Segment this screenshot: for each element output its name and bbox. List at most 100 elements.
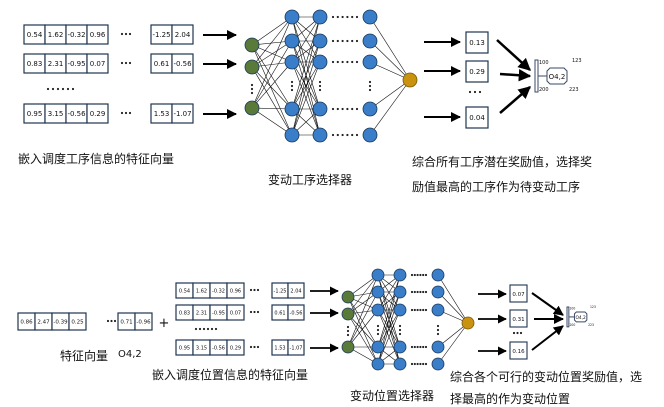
top-result-tl: 100 [539, 60, 549, 66]
top-network-ellipsis [331, 107, 335, 111]
bottom-input-row-0-left-cell [226, 282, 245, 299]
top-input-row-1-left-value: 0.83 [27, 60, 43, 68]
top-input-row-2-left-value: -0.56 [67, 110, 86, 118]
top-network-edge [251, 66, 293, 136]
bottom-network-hidden-node [393, 357, 407, 371]
bottom-input-caption: 嵌入调度位置信息的特征向量 [152, 368, 309, 382]
top-input-ellipsis [128, 61, 132, 65]
bottom-network-ellipsis [410, 362, 414, 366]
bottom-input-row-1-right-cell [287, 304, 305, 321]
bottom-input-row-0-right-value: -1.25 [274, 288, 287, 294]
top-row-ellipsis [51, 87, 55, 91]
bottom-input-ellipsis [253, 345, 256, 349]
bottom-input-row-2-left-value: 0.29 [230, 345, 241, 351]
top-network-input-node [244, 100, 260, 116]
bottom-network-hidden-node [371, 285, 385, 299]
top-input-row-0-right-value: -1.25 [152, 31, 170, 39]
bottom-network-input-node [341, 340, 355, 354]
bottom-network-edge [437, 274, 469, 324]
bottom-network-vellipsis [398, 328, 402, 332]
top-network-vellipsis [368, 88, 372, 92]
top-output-box [465, 106, 489, 129]
top-row-ellipsis [61, 87, 65, 91]
top-network-hidden-node [312, 9, 328, 25]
top-input-row-2-left-value: 0.29 [90, 110, 106, 118]
top-network-ellipsis [346, 15, 349, 19]
bottom-network-ellipsis [422, 345, 425, 349]
top-network-ellipsis [351, 60, 354, 64]
bottom-network-input-node [341, 307, 355, 321]
bottom-network-edge [347, 296, 379, 348]
top-output-ellipsis [473, 90, 477, 94]
bottom-network-caption: 变动位置选择器 [350, 389, 435, 403]
top-network-ellipsis [346, 107, 349, 111]
bottom-network-output-node [461, 316, 475, 330]
bottom-network-vellipsis [346, 333, 350, 337]
bottom-output-value: 0.07 [512, 292, 525, 298]
bottom-network-ellipsis [419, 308, 422, 312]
bottom-input-row-1-left-value: 0.07 [230, 310, 241, 316]
top-network-ellipsis [355, 107, 359, 111]
top-network-ellipsis [346, 133, 349, 137]
top-output-value: 0.04 [469, 114, 485, 122]
bottom-input-row-2-right-value: -1.07 [290, 345, 303, 351]
bottom-network-ellipsis [424, 362, 428, 366]
top-network-ellipsis [341, 133, 344, 137]
bottom-input-ellipsis [256, 345, 260, 349]
top-output-ellipsis [478, 90, 482, 94]
top-result-box [546, 67, 568, 85]
top-network-edge [369, 79, 411, 110]
bottom-feature-ellipsis [106, 319, 110, 323]
top-network-ellipsis [341, 107, 344, 111]
bottom-network-hidden-node [393, 303, 407, 317]
bottom-input-row-0-left-value: -0.32 [212, 288, 225, 294]
bottom-feature-caption: 特征向量 [60, 349, 109, 363]
top-network-edge [251, 16, 293, 46]
top-input-ellipsis [120, 111, 124, 115]
top-network-ellipsis [341, 15, 344, 19]
top-network-edge [291, 61, 321, 136]
top-input-row-2-right-cell [171, 103, 194, 124]
top-network-vellipsis [368, 80, 372, 84]
bottom-input-row-0-left-value: 0.96 [230, 288, 241, 294]
bottom-feature-ellipsis [110, 319, 113, 323]
top-row-ellipsis [66, 87, 70, 91]
top-network-vellipsis [290, 84, 294, 88]
top-input-ellipsis [124, 32, 128, 36]
bottom-feature-right-value: 0.71 [120, 319, 132, 325]
top-input-ellipsis [120, 32, 124, 36]
bottom-network-vellipsis [346, 325, 350, 329]
bottom-network-hidden-node [393, 268, 407, 282]
bottom-output-box [509, 341, 528, 360]
top-network-edge [251, 107, 293, 136]
top-network-ellipsis [336, 39, 339, 43]
top-input-row-1-right-cell [171, 53, 194, 74]
bottom-input-ellipsis [253, 288, 256, 292]
top-network-input-node [244, 59, 260, 75]
bottom-network-edge [437, 322, 469, 348]
bottom-merge-arrow [531, 292, 564, 316]
top-input-row-1-left-cell [86, 53, 109, 74]
bottom-network-ellipsis [416, 290, 419, 294]
top-network-ellipsis [336, 15, 339, 19]
top-network-hidden-node [362, 54, 378, 70]
bottom-result-br: 223 [588, 323, 594, 327]
bottom-network-vellipsis [436, 332, 440, 336]
top-network-vellipsis [318, 84, 322, 88]
bottom-input-ellipsis [256, 288, 260, 292]
bottom-network-ellipsis [410, 273, 414, 277]
bottom-input-row-2-right-value: 1.53 [274, 345, 285, 351]
top-input-row-2-right-value: 1.53 [154, 110, 170, 118]
top-input-row-0-left-cell [86, 24, 109, 45]
bottom-network-ellipsis [419, 345, 422, 349]
top-network-ellipsis [351, 107, 354, 111]
bottom-input-row-0-left-value: 1.62 [196, 288, 207, 294]
bottom-network-edge [347, 274, 379, 315]
top-network-input-node [244, 37, 260, 53]
bottom-network-edge [437, 291, 469, 324]
bottom-network-vellipsis [436, 328, 440, 332]
bottom-input-row-1-left-value: 0.83 [179, 310, 190, 316]
bottom-network-hidden-node [431, 357, 445, 371]
bottom-input-row-0-right-value: 2.04 [290, 288, 301, 294]
bottom-network-ellipsis [422, 308, 425, 312]
